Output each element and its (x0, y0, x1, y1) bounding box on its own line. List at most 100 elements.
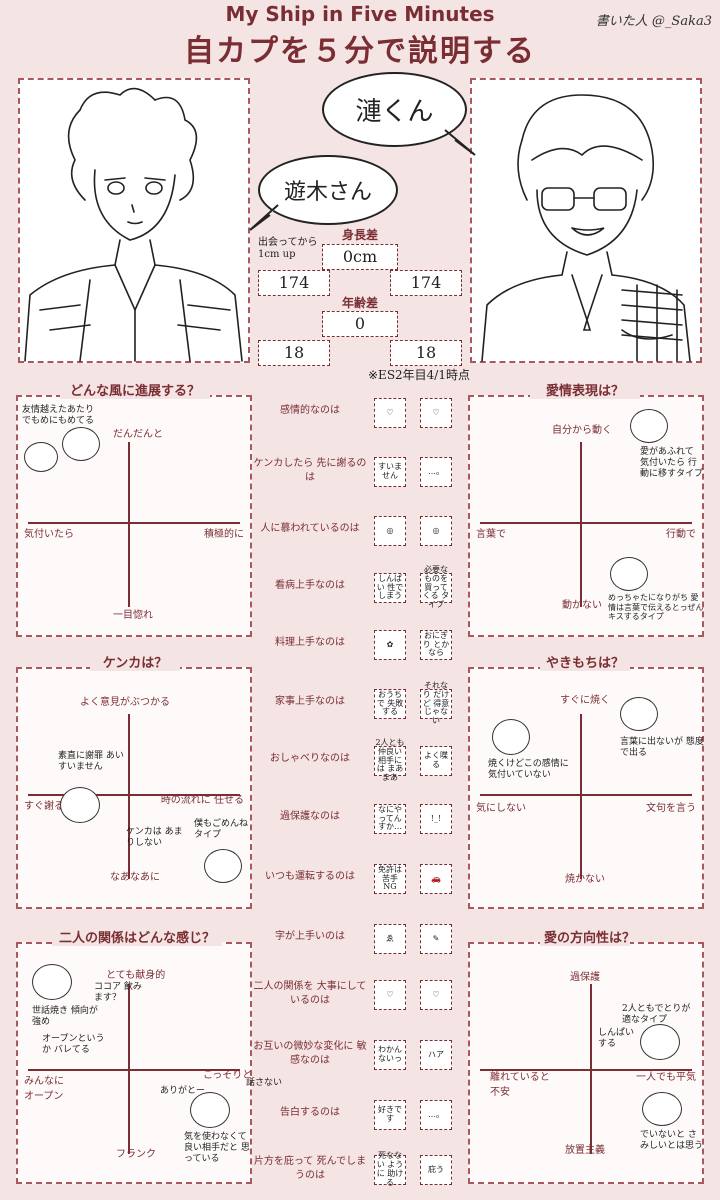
answer-right: ♡ (420, 398, 452, 428)
title-japanese: 自カプを５分で説明する (184, 34, 536, 69)
progress-note: 友情越えたあたりでもめにもめてる (22, 405, 95, 426)
answer-left: 免許は 苦手 NG (374, 864, 406, 894)
affection-axis-h (480, 522, 692, 524)
direction-right-label: 一人でも平気 (636, 1072, 696, 1083)
question-label: ケンカしたら 先に謝るのは (253, 458, 367, 483)
answer-right: 🚗 (420, 864, 452, 894)
relationship-note-2: 世話焼き 傾向が 強め (32, 1006, 98, 1027)
progress-bottom-label: 一目惚れ (113, 610, 153, 621)
jealousy-title: やきもちは？ (540, 652, 630, 671)
answer-right: おにぎり とかなら (420, 630, 452, 660)
answer-right: …。 (420, 457, 452, 487)
affection-top-label: 自分から動く (552, 425, 612, 436)
progress-right-label: 積極的に (204, 529, 244, 540)
relationship-note-1: ココア 飲みます？ (94, 982, 142, 1003)
affection-note-1: 愛があふれて 気付いたら 行動に移すタイプ (640, 447, 704, 479)
right-height-value: 174 (390, 270, 462, 296)
fight-bottom-label: なあなあに (110, 872, 160, 883)
question-label: 家事上手なのは (275, 696, 345, 707)
right-age-value: 18 (390, 340, 462, 366)
chibi-right-a (62, 427, 100, 461)
affection-right-label: 行動で (666, 529, 696, 540)
chibi-relationship-b (190, 1092, 230, 1128)
quadrant-relationship: とても献身的 フランク みんなに オープン こっそりと ココア 飲みます？ 世話… (16, 942, 282, 1184)
question-label: 字が上手いのは (275, 931, 345, 942)
question-label: 過保護なのは (280, 811, 340, 822)
direction-note-1: 2人ともでとりが 適なタイプ (622, 1004, 691, 1025)
speech-bubble-left: 遊木さん (258, 155, 398, 225)
fight-top-label: よく意見がぶつかる (80, 697, 170, 708)
fight-axis-v (128, 714, 130, 879)
question-label: お互いの微妙な変化に 敏感なのは (253, 1041, 367, 1066)
left-height-value: 174 (258, 270, 330, 296)
direction-note-2: しんぱい する (598, 1028, 635, 1049)
affection-bottom-label: 動かない (562, 600, 602, 611)
answer-right: !_! (420, 804, 452, 834)
direction-left-label: 離れていると 不安 (490, 1072, 550, 1098)
progress-axis-v (128, 442, 130, 607)
artist-signature: 書いた人 @_Saka3 (595, 14, 712, 29)
relationship-axis-v (128, 984, 130, 1154)
chibi-fight-b (204, 849, 242, 883)
quadrant-direction: 過保護 放置主義 離れていると 不安 一人でも平気 2人ともでとりが 適なタイプ… (468, 942, 704, 1184)
affection-axis-v (580, 442, 582, 607)
jealousy-axis-h (480, 794, 692, 796)
age-diff-value: 0 (322, 311, 398, 337)
height-note: 出会ってから 1cm up (258, 237, 318, 260)
fight-axis-h (28, 794, 240, 796)
bubble-right-tail (444, 129, 476, 156)
affection-note-2: めっちゃたになりがち 愛情は言葉で伝えるとっぜんキスするタイプ (608, 593, 704, 622)
fight-note-2: ケンカは あまりしない (126, 827, 183, 848)
direction-bottom-label: 放置主義 (565, 1145, 605, 1156)
relationship-right-label: こっそりと (203, 1070, 253, 1081)
height-diff-label: 身長差 (341, 228, 378, 242)
quadrant-progress: だんだんと 一目惚れ 気付いたら 積極的に 友情越えたあたりでもめにもめてる (16, 395, 252, 637)
answer-left: 好きです (374, 1100, 406, 1130)
fight-note-1: 素直に謝罪 あいすいません (58, 751, 124, 772)
portrait-left-drawing (24, 87, 243, 362)
relationship-top-label: とても献身的 (106, 970, 166, 981)
relationship-bottom-label: フランク (116, 1149, 156, 1160)
affection-title: 愛情表現は？ (530, 380, 640, 399)
portrait-left (18, 78, 250, 363)
portrait-right-drawing (481, 94, 691, 362)
answer-right: …。 (420, 1100, 452, 1130)
bubble-right-text: 漣くん (355, 97, 434, 127)
fight-left-label: すぐ謝る (24, 801, 64, 812)
height-diff-value: 0cm (322, 244, 398, 270)
answer-left: ゑ (374, 924, 406, 954)
left-age-value: 18 (258, 340, 330, 366)
direction-axis-h (480, 1069, 692, 1071)
question-label: 看病上手なのは (275, 580, 345, 591)
question-label: 告白するのは (280, 1107, 340, 1118)
chibi-affection-b (610, 557, 648, 591)
answer-left: ♡ (374, 398, 406, 428)
speech-bubble-right: 漣くん (322, 72, 467, 147)
question-label: 料理上手なのは (275, 637, 345, 648)
bubble-left-text: 遊木さん (283, 180, 372, 205)
title-english: My Ship in Five Minutes (225, 2, 495, 26)
bubble-left-tail (249, 204, 279, 231)
answer-right: ✎ (420, 924, 452, 954)
direction-top-label: 過保護 (570, 972, 600, 983)
affection-left-label: 言葉で (476, 529, 506, 540)
jealousy-axis-v (580, 714, 582, 879)
jealousy-bottom-label: 焼かない (565, 874, 605, 885)
chibi-relationship-a (32, 964, 72, 1000)
progress-top-label: だんだんと (113, 429, 163, 440)
answer-right: 必要なものを 買ってくる タイプ (420, 565, 452, 609)
fight-right-label: 時の流れに 任せる (160, 795, 244, 806)
fight-note-3: 僕もごめんね タイプ (194, 819, 249, 840)
progress-axis-h (28, 522, 240, 524)
direction-title: 愛の方向性は？ (540, 927, 635, 946)
answer-left: ♡ (374, 980, 406, 1010)
question-label: 感情的なのは (280, 405, 340, 416)
age-footnote: ※ES2年目4/1時点 (368, 368, 470, 382)
answer-left: わかんないっ (374, 1040, 406, 1070)
quadrant-affection: 自分から動く 動かない 言葉で 行動で 愛があふれて 気付いたら 行動に移すタイ… (468, 395, 704, 637)
relationship-title: 二人の関係はどんな感じ？ (52, 927, 222, 946)
direction-note-3: でいないと さみしいとは思う (640, 1130, 704, 1151)
answer-left: おうちで 失敗する (374, 689, 406, 719)
chibi-left-a (24, 442, 58, 472)
jealousy-note-2: 言葉に出ないが 態度で出る (620, 737, 704, 758)
